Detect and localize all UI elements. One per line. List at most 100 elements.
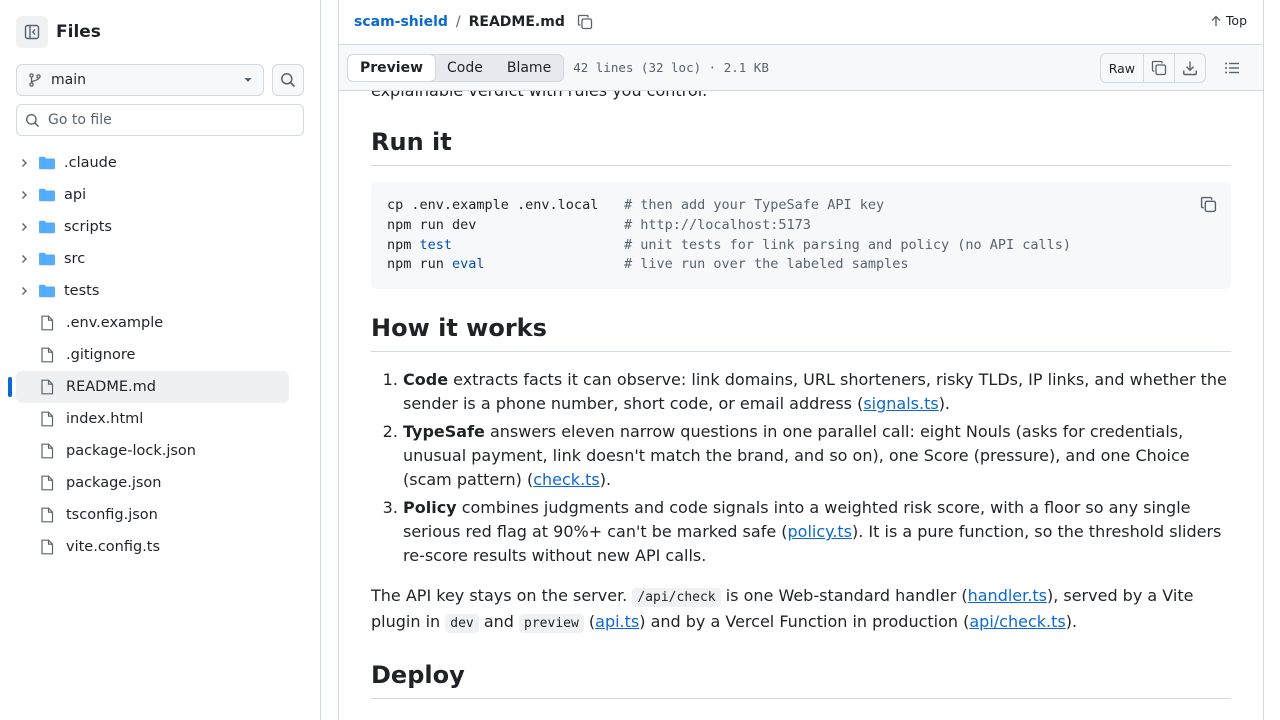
file-icon [40,315,58,331]
file-toolbar: Preview Code Blame 42 lines (32 loc) · 2… [339,45,1263,91]
breadcrumb-repo-link[interactable]: scam-shield [354,14,448,30]
collapse-sidebar-button[interactable] [16,16,48,48]
list-unordered-icon [1225,62,1239,74]
tab-blame[interactable]: Blame [506,59,552,76]
tree-item-label: api [64,187,87,203]
tree-file-package-json[interactable]: package.json [16,467,289,499]
sidebar-title: Files [56,22,101,42]
code-block: cp .env.example .env.local # then add you… [371,182,1231,290]
active-indicator [8,377,12,397]
step-text: combines judgments and code signals into… [403,498,1191,542]
back-to-top-link[interactable]: Top [1210,13,1247,28]
breadcrumb-file: README.md [468,14,565,30]
link-signals[interactable]: signals.ts [863,394,939,414]
tree-file-readme[interactable]: README.md [8,371,289,403]
outline-button[interactable] [1220,60,1244,76]
copy-code-button[interactable] [1200,196,1217,220]
link-handler[interactable]: handler.ts [967,586,1047,606]
code-line: cp .env.example .env.local # then add you… [387,196,1215,216]
copy-raw-button[interactable] [1143,54,1174,82]
tree-item-label: scripts [64,219,112,235]
go-to-file-input[interactable] [48,112,288,128]
tree-folder-tests[interactable]: tests [16,275,289,307]
inline-code: dev [445,614,479,634]
sidebar-collapse-icon [24,24,40,40]
list-item: Policy combines judgments and code signa… [403,496,1231,568]
code-comment: # http://localhost:5173 [624,216,811,233]
folder-icon [38,155,56,171]
list-item: TypeSafe answers eleven narrow questions… [403,420,1231,492]
code-command: npm run dev [387,216,477,233]
tab-code[interactable]: Code [447,59,483,76]
code-line: npm run eval# live run over the labeled … [387,255,1215,275]
code-command-text: npm run [387,256,453,273]
link-api-check[interactable]: api/check.ts [969,612,1066,632]
intro-text: explainable verdict with rules you contr… [371,91,1231,103]
tree-file-env-example[interactable]: .env.example [16,307,289,339]
tree-item-label: package.json [66,475,162,491]
step-text: answers eleven narrow questions in one p… [403,422,1190,490]
tree-folder-api[interactable]: api [16,179,289,211]
readme-content: explainable verdict with rules you contr… [339,91,1263,720]
tree-file-tsconfig[interactable]: tsconfig.json [16,499,289,531]
file-icon [40,379,58,395]
tree-item-label: tests [64,283,100,299]
tree-folder-scripts[interactable]: scripts [16,211,289,243]
code-command: npm test [387,236,624,256]
chevron-right-icon [16,254,32,264]
code-command-text: npm [387,236,420,253]
branch-name: main [51,72,86,88]
inline-code: preview [519,614,584,634]
tab-preview[interactable]: Preview [347,53,437,82]
steps-list: Code extracts facts it can observe: link… [371,368,1231,568]
step-end: ). [599,470,612,490]
tree-file-index-html[interactable]: index.html [16,403,289,435]
tree-file-package-lock[interactable]: package-lock.json [16,435,289,467]
breadcrumb: scam-shield / README.md Top [339,0,1263,45]
tree-item-label: index.html [66,411,144,427]
copy-icon [577,14,593,30]
download-icon [1183,61,1197,76]
code-command: cp .env.example .env.local [387,197,599,213]
raw-button[interactable]: Raw [1108,60,1135,76]
branch-selector[interactable]: main [16,64,264,96]
top-link-label: Top [1225,13,1247,28]
file-icon [40,411,58,427]
search-icon [25,113,40,127]
tree-folder-src[interactable]: src [16,243,289,275]
search-files-button[interactable] [272,64,304,96]
tree-file-gitignore[interactable]: .gitignore [16,339,289,371]
link-policy[interactable]: policy.ts [787,522,853,542]
file-tree: .claude api scripts src tests .env.examp… [8,147,289,563]
copy-path-button[interactable] [577,14,593,30]
markdown-body: explainable verdict with rules you contr… [371,91,1231,715]
link-api[interactable]: api.ts [595,612,640,632]
text: ) and by a Vercel Function in production… [639,612,970,632]
copy-icon [1151,60,1167,76]
code-command: npm run eval [387,255,624,275]
link-check[interactable]: check.ts [533,470,600,490]
file-view: scam-shield / README.md Top Preview Code… [338,0,1264,720]
chevron-right-icon [16,286,32,296]
tree-file-vite-config[interactable]: vite.config.ts [16,531,289,563]
step-title: Code [403,370,449,390]
tree-folder-claude[interactable]: .claude [16,147,289,179]
text: The API key stays on the server. [371,586,633,606]
file-icon [40,507,58,523]
breadcrumb-separator: / [455,14,461,30]
folder-icon [38,251,56,267]
text: and [478,612,520,632]
list-item: Code extracts facts it can observe: link… [403,368,1231,416]
download-button[interactable] [1174,54,1205,82]
go-to-file-field[interactable] [16,104,304,136]
code-line: npm run dev # http://localhost:5173 [387,216,1215,236]
file-icon [40,475,58,491]
chevron-right-icon [16,190,32,200]
view-mode-tabs: Preview Code Blame [347,53,565,82]
heading-run-it: Run it [371,127,1231,166]
file-icon [40,443,58,459]
heading-deploy: Deploy [371,660,1231,700]
text: ). [1065,612,1078,632]
code-comment: # then add your TypeSafe API key [624,197,885,213]
copy-icon [1200,196,1217,213]
